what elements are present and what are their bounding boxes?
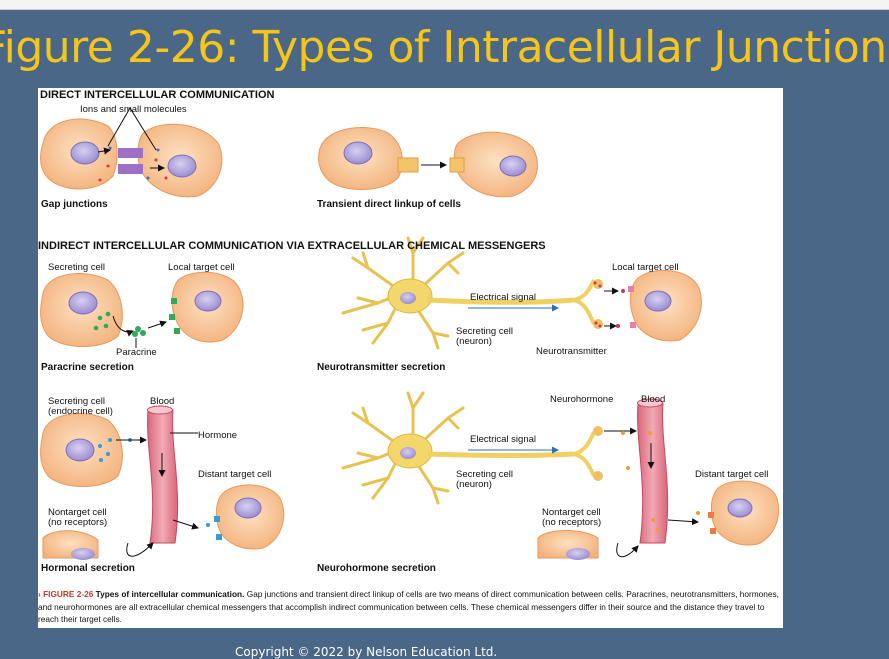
neurotransmitter-secretion-label: Neurotransmitter secretion xyxy=(317,362,445,373)
neurohormone-secretion-label: Neurohormone secretion xyxy=(317,563,436,574)
paracrine-diagram xyxy=(41,272,243,348)
ions-label: Ions and small molecules xyxy=(80,104,187,115)
direct-communication-heading: DIRECT INTERCELLULAR COMMUNICATION xyxy=(40,89,274,101)
hormonal-secretion-label: Hormonal secretion xyxy=(41,563,135,574)
figure-number: FIGURE 2-26 xyxy=(43,589,93,599)
gap-junctions-label: Gap junctions xyxy=(41,199,108,210)
no-receptors-label: (no receptors) xyxy=(48,517,107,528)
copyright-footer: Copyright © 2022 by Nelson Education Ltd… xyxy=(235,645,497,659)
paracrine-label: Paracrine xyxy=(116,347,157,358)
figure-illustration xyxy=(38,88,783,628)
no-receptors-right-label: (no receptors) xyxy=(542,517,601,528)
electrical-signal-label: Electrical signal xyxy=(470,292,536,303)
caption-title: Types of intercellular communication. xyxy=(96,589,245,599)
transient-linkup-diagram xyxy=(319,128,538,197)
blood-label: Blood xyxy=(150,396,174,407)
transient-linkup-label: Transient direct linkup of cells xyxy=(317,199,461,210)
gap-junction-diagram xyxy=(41,108,222,197)
local-target-cell-label: Local target cell xyxy=(168,262,235,273)
caption-arrow: › xyxy=(38,589,41,599)
neuron-b-label: (neuron) xyxy=(456,479,492,490)
neurohormone-label: Neurohormone xyxy=(550,394,613,405)
neurotransmitter-label: Neurotransmitter xyxy=(536,346,607,357)
local-target-cell-right-label: Local target cell xyxy=(612,262,679,273)
distant-target-cell-label: Distant target cell xyxy=(198,469,271,480)
hormone-label: Hormone xyxy=(198,430,237,441)
endocrine-cell-label: (endocrine cell) xyxy=(48,406,113,417)
electrical-signal-2-label: Electrical signal xyxy=(470,434,536,445)
window-top-bar xyxy=(0,0,889,10)
distant-target-cell-right-label: Distant target cell xyxy=(695,469,768,480)
figure-panel: DIRECT INTERCELLULAR COMMUNICATION Ions … xyxy=(38,88,783,628)
hormonal-diagram xyxy=(41,406,284,560)
paracrine-secretion-label: Paracrine secretion xyxy=(41,362,134,373)
figure-caption: › FIGURE 2-26 Types of intercellular com… xyxy=(38,588,783,626)
indirect-communication-heading: INDIRECT INTERCELLULAR COMMUNICATION VIA… xyxy=(38,240,546,252)
blood-right-label: Blood xyxy=(641,394,665,405)
slide-title: Figure 2-26: Types of Intracellular Junc… xyxy=(0,22,889,73)
neuron-label: (neuron) xyxy=(456,336,492,347)
secreting-cell-label: Secreting cell xyxy=(48,262,105,273)
